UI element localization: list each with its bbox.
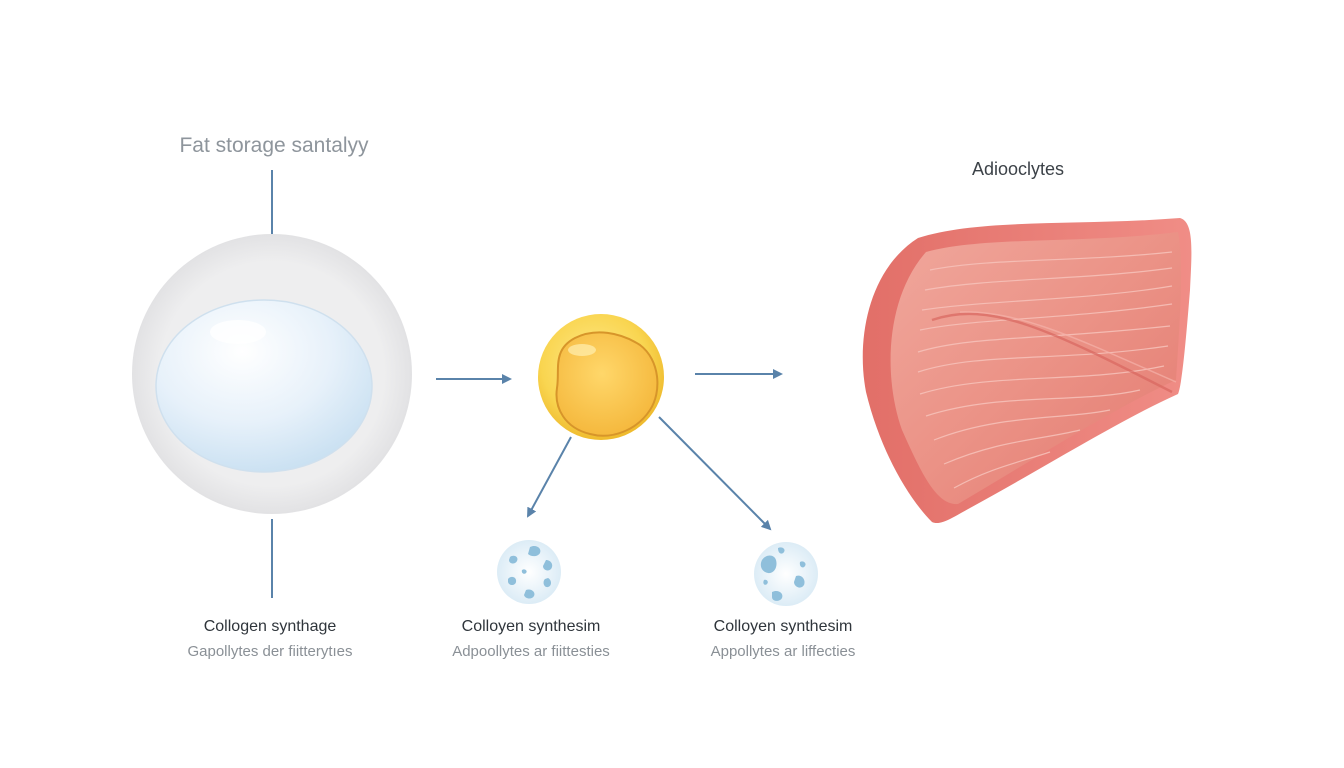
small-cell-icon	[754, 542, 818, 606]
caption-subtitle: Gapollytes der fiitterytıes	[187, 643, 353, 660]
fat-droplet-icon	[132, 234, 412, 514]
small-cell-icon	[497, 540, 561, 604]
adipocyte-cell-icon	[538, 314, 664, 440]
caption-subtitle: Appollytes ar liffecties	[710, 643, 856, 660]
arrow-to-small-cell-right	[658, 416, 772, 531]
caption-title: Collogen synthage	[203, 618, 337, 635]
right-label: Adiooclytes	[971, 159, 1065, 179]
arrow-to-small-cell-left	[527, 436, 572, 518]
caption-title: Colloyen synthesim	[713, 618, 853, 635]
caption-subtitle: Adpoollytes ar fiittesties	[452, 643, 610, 660]
top-label: Fat storage santalyy	[179, 134, 369, 157]
caption-title: Colloyen synthesim	[461, 618, 601, 635]
muscle-tissue-icon	[862, 218, 1192, 524]
